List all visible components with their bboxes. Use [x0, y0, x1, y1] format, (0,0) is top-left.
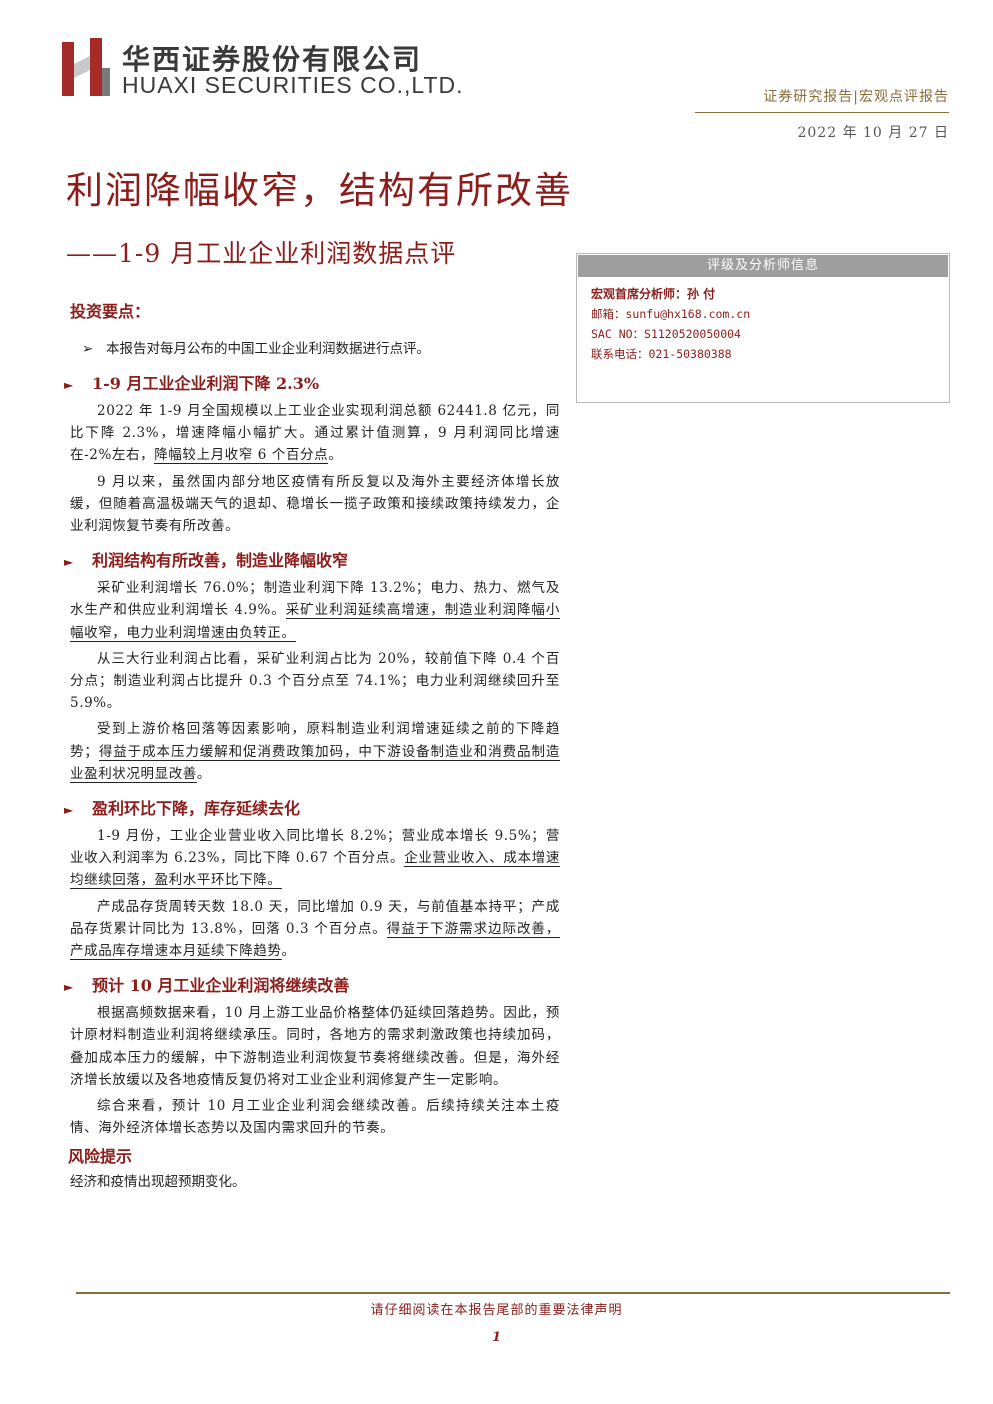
underlined-text: 企业营业收入、成本增速均继续回落，盈利水平环比下降。 [70, 850, 561, 890]
underlined-text: 得益于成本压力缓解和促消费政策加码，中下游设备制造业和消费品制造业盈利状况明显改… [70, 743, 561, 783]
analyst-box-heading: 评级及分析师信息 [578, 255, 948, 277]
header-divider [695, 112, 949, 113]
paragraph: 产成品存货周转天数 18.0 天，同比增加 0.9 天，与前值基本持平；产成品存… [70, 896, 560, 963]
underlined-text: 采矿业利润延续高增速，制造业利润降幅小幅收窄，电力业利润增速由负转正。 [70, 602, 560, 642]
triangle-bullet-icon: ► [64, 980, 74, 995]
triangle-bullet-icon: ► [64, 378, 74, 392]
section-title: 预计 10 月工业企业利润将继续改善 [92, 976, 350, 996]
section-title: 盈利环比下降，库存延续去化 [92, 799, 301, 819]
intro-line: ➢ 本报告对每月公布的中国工业企业利润数据进行点评。 [82, 338, 560, 360]
paragraph: 2022 年 1-9 月全国规模以上工业企业实现利润总额 62441.8 亿元，… [70, 400, 560, 467]
report-title: 利润降幅收窄，结构有所改善 [66, 169, 573, 212]
company-name-en: HUAXI SECURITIES CO.,LTD. [122, 72, 464, 98]
text: 采矿业利润增长 76.0%；制造业利润下降 13.2%；电力、热力、燃气及水生产… [70, 580, 560, 619]
paragraph: 受到上游价格回落等因素影响，原料制造业利润增速延续之前的下降趋势；得益于成本压力… [70, 718, 561, 785]
text: 。 [328, 447, 343, 464]
company-logo [62, 38, 110, 96]
analyst-name: 宏观首席分析师：孙 付 [591, 287, 716, 301]
key-points-title: 投资要点： [70, 302, 151, 321]
section-heading-1: ► 1-9 月工业企业利润下降 2.3% [64, 370, 560, 394]
report-date: 2022 年 10 月 27 日 [797, 125, 949, 141]
analyst-email: 邮箱：sunfu@hx168.com.cn [591, 307, 751, 321]
paragraph: 9 月以来，虽然国内部分地区疫情有所反复以及海外主要经济体增长放缓，但随着高温极… [70, 473, 560, 535]
section-title: 1-9 月工业企业利润下降 2.3% [92, 374, 320, 393]
analyst-phone: 联系电话：021-50380388 [591, 347, 732, 361]
risk-title: 风险提示 [68, 1147, 133, 1167]
paragraph: 从三大行业利润占比看，采矿业利润占比为 20%，较前值下降 0.4 个百分点；制… [70, 650, 560, 712]
analyst-info-box: 评级及分析师信息 宏观首席分析师：孙 付 邮箱：sunfu@hx168.com.… [576, 253, 950, 403]
underlined-text: 降幅较上月收窄 6 个百分点 [154, 447, 329, 465]
section-title: 利润结构有所改善，制造业降幅收窄 [92, 551, 349, 571]
report-subtitle: ——1-9 月工业企业利润数据点评 [66, 239, 457, 268]
footer-divider [76, 1292, 950, 1294]
text: 。 [196, 765, 212, 782]
report-type: 证券研究报告|宏观点评报告 [763, 89, 949, 105]
triangle-bullet-icon: ► [64, 555, 74, 570]
triangle-bullet-icon: ► [64, 803, 74, 818]
risk-text: 经济和疫情出现超预期变化。 [70, 1174, 246, 1191]
underlined-text: 得益于下游需求边际改善，产成品库存增速本月延续下降趋势 [70, 920, 560, 961]
page-number: 1 [491, 1330, 502, 1345]
text: 。 [281, 943, 296, 960]
intro-text: 本报告对每月公布的中国工业企业利润数据进行点评。 [106, 341, 430, 357]
section-heading-3: ► 盈利环比下降，库存延续去化 [64, 795, 560, 819]
text: 2022 年 1-9 月全国规模以上工业企业实现利润总额 62441.8 亿元，… [70, 403, 560, 464]
main-content: 投资要点： ➢ 本报告对每月公布的中国工业企业利润数据进行点评。 ► 1-9 月工业… [64, 298, 561, 1193]
paragraph: 采矿业利润增长 76.0%；制造业利润下降 13.2%；电力、热力、燃气及水生产… [70, 577, 560, 644]
paragraph: 综合来看，预计 10 月工业企业利润会继续改善。后续持续关注本土疫情、海外经济体… [70, 1098, 560, 1137]
analyst-sac: SAC NO：S1120520050004 [591, 327, 741, 341]
section-heading-2: ► 利润结构有所改善，制造业降幅收窄 [64, 547, 560, 571]
paragraph: 根据高频数据来看，10 月上游工业品价格整体仍延续回落趋势。因此，预计原材料制造… [70, 1005, 560, 1088]
arrow-bullet-icon: ➢ [82, 341, 94, 357]
text: 受到上游价格回落等因素影响，原料制造业利润增速延续之前的下降趋势； [70, 721, 560, 760]
paragraph: 1-9 月份，工业企业营业收入同比增长 8.2%；营业成本增长 9.5%；营业收… [70, 825, 561, 892]
section-heading-4: ► 预计 10 月工业企业利润将继续改善 [64, 972, 560, 996]
text: 产成品存货周转天数 18.0 天，同比增加 0.9 天，与前值基本持平；产成品存… [70, 898, 560, 937]
legal-disclaimer: 请仔细阅读在本报告尾部的重要法律声明 [370, 1303, 623, 1318]
text: 1-9 月份，工业企业营业收入同比增长 8.2%；营业成本增长 9.5%；营业收… [70, 828, 560, 867]
company-name-cn: 华西证券股份有限公司 [122, 43, 423, 76]
